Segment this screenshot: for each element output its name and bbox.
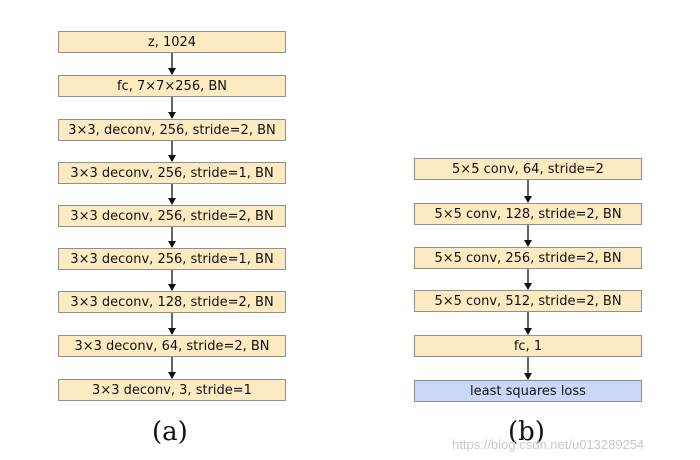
discriminator-layer-1: 5×5 conv, 64, stride=2 bbox=[414, 158, 642, 180]
loss-layer: least squares loss bbox=[414, 380, 642, 402]
generator-layer-9: 3×3 deconv, 3, stride=1 bbox=[58, 379, 286, 401]
generator-layer-7: 3×3 deconv, 128, stride=2, BN bbox=[58, 291, 286, 313]
discriminator-caption: (b) bbox=[508, 417, 545, 447]
discriminator-layer-4: 5×5 conv, 512, stride=2, BN bbox=[414, 290, 642, 312]
generator-layer-1: z, 1024 bbox=[58, 31, 286, 53]
generator-layer-3: 3×3, deconv, 256, stride=2, BN bbox=[58, 119, 286, 141]
generator-layer-4: 3×3 deconv, 256, stride=1, BN bbox=[58, 162, 286, 184]
discriminator-layer-5: fc, 1 bbox=[414, 335, 642, 357]
discriminator-layer-2: 5×5 conv, 128, stride=2, BN bbox=[414, 203, 642, 225]
generator-layer-6: 3×3 deconv, 256, stride=1, BN bbox=[58, 248, 286, 270]
watermark-text: https://blog.csdn.net/u013289254 bbox=[452, 437, 645, 452]
generator-layer-5: 3×3 deconv, 256, stride=2, BN bbox=[58, 205, 286, 227]
generator-layer-8: 3×3 deconv, 64, stride=2, BN bbox=[58, 335, 286, 357]
generator-layer-2: fc, 7×7×256, BN bbox=[58, 75, 286, 97]
generator-caption: (a) bbox=[152, 417, 188, 447]
discriminator-layer-3: 5×5 conv, 256, stride=2, BN bbox=[414, 247, 642, 269]
